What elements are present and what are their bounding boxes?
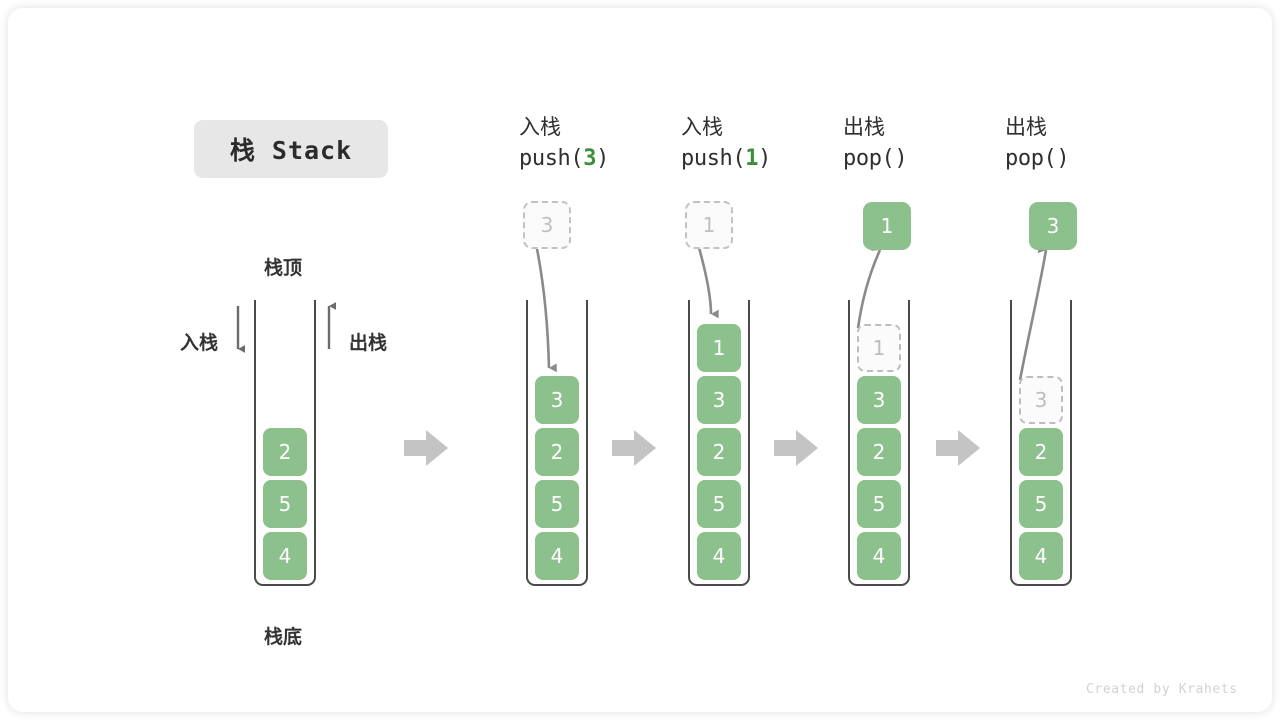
code-prefix: push(: [681, 145, 746, 171]
stack-cell: 5: [1019, 480, 1063, 528]
stack-cell: 5: [535, 480, 579, 528]
pop-direction-label: 出栈: [349, 332, 388, 354]
code-argument: 3: [583, 145, 597, 171]
column-header-cn-pop-1: 出栈: [843, 115, 885, 139]
column-header-cn-push-3: 入栈: [519, 115, 561, 139]
stack-cell: 2: [1019, 428, 1063, 476]
stack-cell: 4: [263, 532, 307, 580]
column-header-push-1: 入栈 push(1): [681, 113, 861, 174]
column-header-cn-pop-3: 出栈: [1005, 115, 1047, 139]
diagram-card: 栈 Stack 栈顶 栈底 入栈 出栈: [8, 8, 1272, 712]
code-suffix: ): [596, 145, 609, 171]
code-suffix: ): [1056, 145, 1070, 171]
stack-top-label: 栈顶: [264, 257, 303, 279]
stack-cell: 2: [857, 428, 901, 476]
float-box-pop-3: 3: [1029, 202, 1077, 250]
diagram-title: 栈 Stack: [194, 120, 388, 178]
column-header-push-3: 入栈 push(3): [519, 113, 699, 174]
stack-cell: 4: [697, 532, 741, 580]
column-header-code-push-1: push(1): [681, 143, 861, 174]
column-header-code-pop-3: pop(): [1005, 143, 1185, 174]
column-header-code-push-3: push(3): [519, 143, 699, 174]
stack-cell: 3: [1019, 376, 1063, 424]
code-prefix: push(: [519, 145, 584, 171]
stack-cell: 3: [857, 376, 901, 424]
stack-cell: 4: [535, 532, 579, 580]
stack-cell: 1: [697, 324, 741, 372]
stack-cell: 2: [697, 428, 741, 476]
code-suffix: ): [758, 145, 771, 171]
float-box-push-1: 1: [685, 201, 733, 249]
code-prefix: pop(: [1005, 145, 1057, 171]
stack-cell: 3: [697, 376, 741, 424]
stack-cell: 5: [857, 480, 901, 528]
stack-cell: 1: [857, 324, 901, 372]
column-header-pop-1: 出栈 pop(): [843, 113, 1023, 174]
column-header-cn-push-1: 入栈: [681, 115, 723, 139]
stack-cell: 2: [263, 428, 307, 476]
stack-cell: 3: [535, 376, 579, 424]
stack-cell: 2: [535, 428, 579, 476]
float-box-push-3: 3: [523, 201, 571, 249]
stack-cell: 5: [263, 480, 307, 528]
stack-cell: 4: [857, 532, 901, 580]
stack-bottom-label: 栈底: [264, 626, 303, 648]
column-header-pop-3: 出栈 pop(): [1005, 113, 1185, 174]
code-argument: 1: [745, 145, 759, 171]
float-box-pop-1: 1: [863, 202, 911, 250]
push-direction-label: 入栈: [180, 332, 219, 354]
code-suffix: ): [894, 145, 908, 171]
footer-credit: Created by Krahets: [1086, 682, 1238, 697]
stack-cell: 5: [697, 480, 741, 528]
stack-cell: 4: [1019, 532, 1063, 580]
code-prefix: pop(: [843, 145, 895, 171]
column-header-code-pop-1: pop(): [843, 143, 1023, 174]
